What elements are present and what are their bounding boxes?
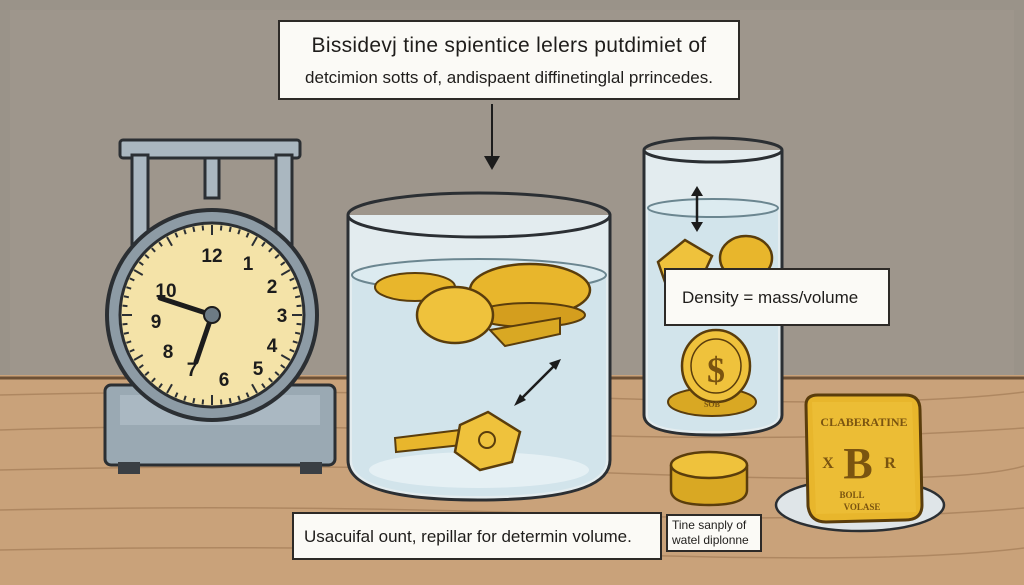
dial-tick — [133, 269, 144, 276]
dial-tick — [133, 354, 144, 361]
dial-tick — [237, 395, 241, 401]
dial-tick — [296, 304, 302, 308]
large-beaker — [346, 191, 612, 502]
dial-number-8: 8 — [163, 342, 174, 363]
dial-number-2: 2 — [267, 277, 278, 298]
measure-arrow — [519, 364, 556, 401]
dial-tick — [126, 286, 132, 290]
density-label: Density = mass/volume — [664, 268, 890, 326]
dial-tick — [261, 241, 266, 247]
dial-number-9: 9 — [151, 312, 162, 333]
block-letter-r: R — [884, 455, 896, 472]
water-note-line-2: watel diplonne — [672, 533, 749, 547]
title-line-2: detcimion sotts of, andispaent diffineti… — [305, 68, 713, 87]
dial-tick — [201, 225, 205, 231]
dial-tick — [251, 383, 258, 394]
dial-tick — [274, 254, 280, 259]
dial-tick — [122, 304, 128, 308]
dial-number-3: 3 — [277, 306, 288, 327]
dial-tick — [237, 229, 241, 235]
volume-method-label: Usacuifal ount, repillar for determin vo… — [292, 512, 662, 560]
dial-tick — [294, 295, 301, 299]
dial-tick — [228, 226, 232, 233]
dial-tick — [138, 364, 144, 369]
dial-tick — [129, 348, 135, 353]
dial-tick — [289, 348, 295, 353]
dial-number-4: 4 — [267, 336, 278, 357]
dial-tick — [123, 295, 130, 299]
gold-disc — [669, 450, 749, 507]
dial-tick — [129, 277, 135, 282]
dial-number-1: 1 — [243, 254, 254, 275]
dial-tick — [245, 232, 250, 238]
dial-tick — [280, 364, 286, 369]
dial-tick — [228, 397, 232, 404]
title-caption: Bissidevj tine spientice lelers putdimie… — [278, 20, 740, 100]
dial-tick — [292, 340, 298, 344]
block-inscription-1: BOLL — [839, 490, 864, 500]
dial-number-12: 12 — [201, 246, 222, 267]
dial-tick — [166, 383, 173, 394]
coin-tilted — [415, 285, 495, 345]
dial-tick — [201, 399, 205, 405]
dial-tick — [192, 226, 196, 233]
coin-inscription: SOB — [704, 400, 721, 409]
gold-block: CLABERATINE X B R BOLL VOLASE — [774, 393, 946, 533]
dial-tick — [219, 225, 223, 231]
dial-tick — [268, 247, 273, 253]
clock-scale: 12 1 2 3 4 5 6 7 8 9 10 — [103, 138, 337, 474]
dial-tick — [123, 331, 130, 335]
dial-tick — [144, 371, 150, 376]
dial-tick — [292, 286, 298, 290]
dial-tick — [251, 236, 258, 247]
dial-tick — [280, 269, 291, 276]
dial-tick — [126, 340, 132, 344]
dial-tick — [183, 395, 187, 401]
dial-tick — [151, 377, 156, 383]
dial-hand-long — [157, 295, 215, 318]
title-line-1: Bissidevj tine spientice lelers putdimie… — [311, 34, 707, 57]
block-inscription-2: VOLASE — [844, 502, 881, 512]
dial-number-6: 6 — [219, 370, 230, 391]
dial-tick — [174, 232, 179, 238]
arrow-head-icon — [484, 156, 500, 170]
dial-number-5: 5 — [253, 359, 264, 380]
block-letter-x: X — [822, 455, 834, 472]
dial-tick — [174, 392, 179, 398]
dial-tick — [245, 392, 250, 398]
dollar-icon: $ — [707, 350, 725, 390]
dial-tick — [151, 247, 156, 253]
block-inscription-top: CLABERATINE — [820, 415, 907, 429]
water-note: Tine sanply of watel diplonne — [666, 514, 762, 552]
dial-tick — [166, 236, 173, 247]
dial-tick — [294, 331, 301, 335]
dial-tick — [158, 241, 163, 247]
dial-tick — [280, 261, 286, 266]
dial-tick — [268, 377, 273, 383]
dial-tick — [138, 261, 144, 266]
dial-number-7: 7 — [187, 360, 198, 381]
sunk-nugget — [453, 410, 522, 472]
dial-tick — [122, 322, 128, 326]
dial-tick — [158, 383, 163, 389]
dial-tick — [261, 383, 266, 389]
dial-tick — [144, 254, 150, 259]
dial-tick — [296, 322, 302, 326]
block-letter-b: B — [843, 439, 872, 488]
dial-tick — [192, 397, 196, 404]
dial-tick — [274, 371, 280, 376]
dial-tick — [219, 399, 223, 405]
dollar-coin — [680, 328, 752, 404]
dial-tick — [280, 354, 291, 361]
dial-tick — [183, 229, 187, 235]
water-note-line-1: Tine sanply of — [672, 518, 747, 532]
dial-tick — [289, 277, 295, 282]
